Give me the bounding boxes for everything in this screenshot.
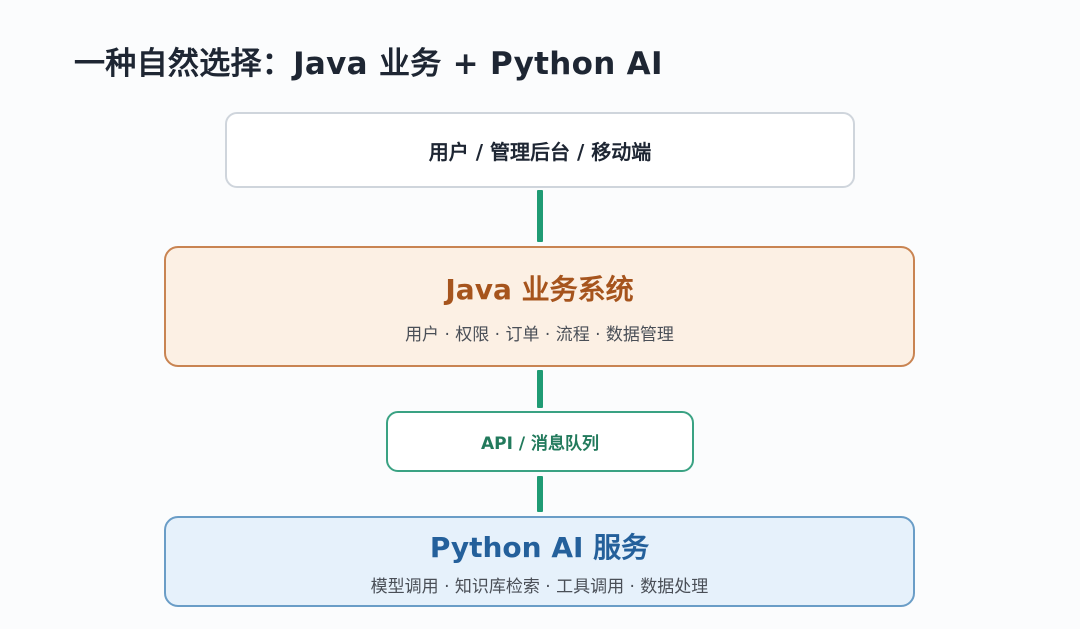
python-ai-subtitle: 模型调用 · 知识库检索 · 工具调用 · 数据处理 xyxy=(370,577,709,597)
api-queue-label: API / 消息队列 xyxy=(481,434,599,454)
python-ai-box: Python AI 服务 模型调用 · 知识库检索 · 工具调用 · 数据处理 xyxy=(164,516,915,607)
api-queue-box: API / 消息队列 xyxy=(386,411,694,472)
java-business-subtitle: 用户 · 权限 · 订单 · 流程 · 数据管理 xyxy=(405,325,674,345)
client-layer-label: 用户 / 管理后台 / 移动端 xyxy=(428,139,652,164)
java-business-box: Java 业务系统 用户 · 权限 · 订单 · 流程 · 数据管理 xyxy=(164,246,915,367)
python-ai-title: Python AI 服务 xyxy=(429,531,650,564)
client-layer-box: 用户 / 管理后台 / 移动端 xyxy=(225,112,855,188)
connector-client-java xyxy=(537,190,543,242)
connector-java-api xyxy=(537,370,543,408)
page-title: 一种自然选择：Java 业务 + Python AI xyxy=(74,46,663,82)
java-business-title: Java 业务系统 xyxy=(445,273,634,306)
connector-api-python xyxy=(537,476,543,512)
